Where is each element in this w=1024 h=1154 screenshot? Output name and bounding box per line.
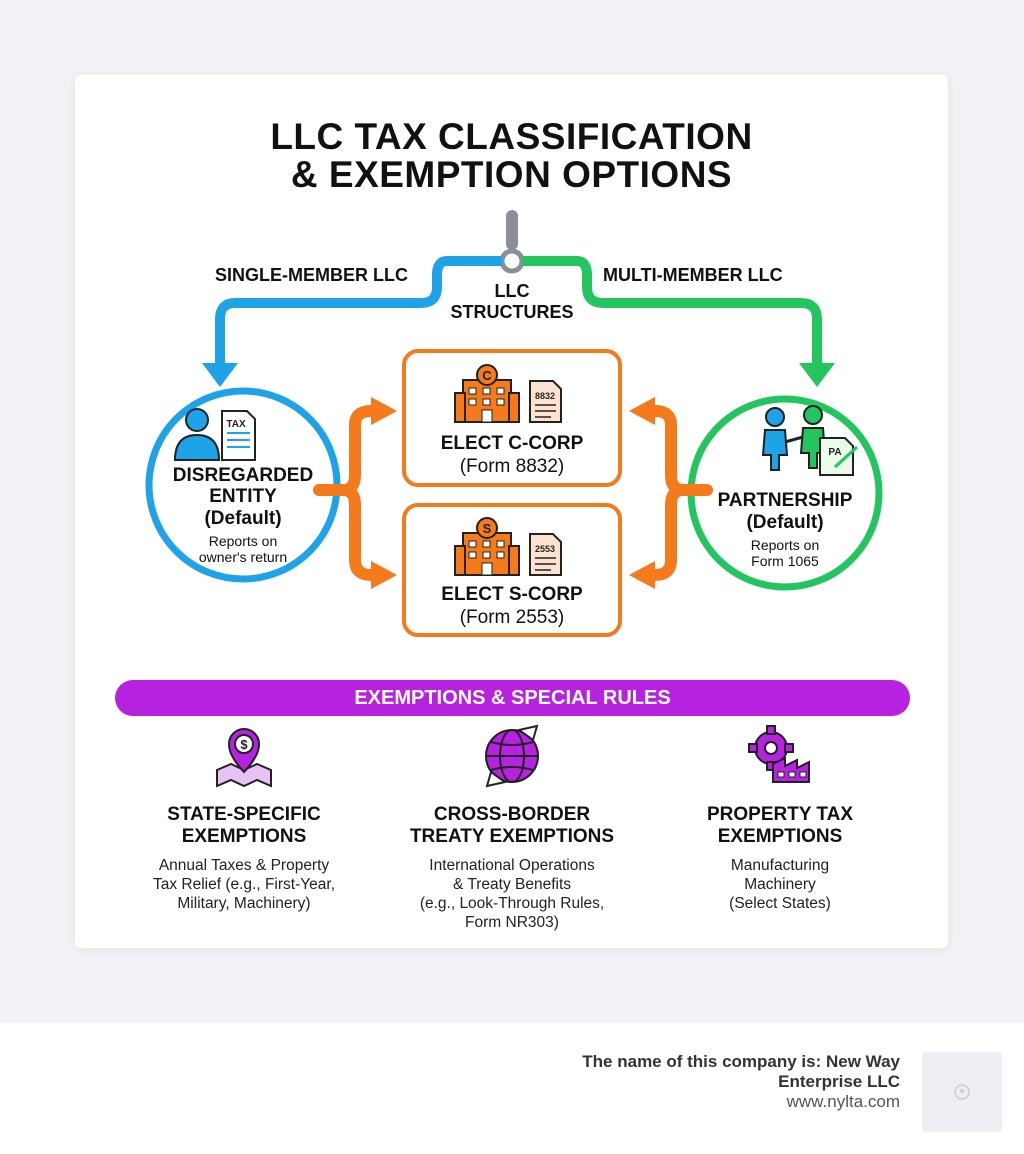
cross-border-desc-2: & Treaty Benefits	[452, 876, 572, 893]
multi-member-label: MULTI-MEMBER LLC	[603, 265, 783, 285]
s-corp-doc-number: 2553	[535, 544, 555, 554]
root-label-line-2: STRUCTURES	[450, 302, 574, 322]
exemption-state-specific: $ STATE-SPECIFIC EXEMPTIONS Annual Taxes…	[109, 720, 379, 913]
arrow-to-ccorp-left	[371, 397, 397, 425]
company-name: The name of this company is: New Way Ent…	[480, 1052, 900, 1092]
exemption-cross-border: CROSS-BORDER TREATY EXEMPTIONS Internati…	[377, 720, 647, 932]
exemption-property-tax: PROPERTY TAX EXEMPTIONS Manufacturing Ma…	[645, 720, 915, 913]
arrow-to-scorp-left	[371, 561, 397, 589]
partnership-title: PARTNERSHIP	[717, 490, 853, 511]
c-corp-document-icon	[529, 380, 562, 423]
multi-member-arrowhead	[799, 363, 835, 387]
single-member-label: SINGLE-MEMBER LLC	[215, 265, 408, 285]
partnership-note-1: Reports on	[750, 537, 820, 553]
exemptions-banner: EXEMPTIONS & SPECIAL RULES	[115, 680, 910, 716]
multi-member-branch	[522, 256, 822, 365]
disregarded-title-line-3: (Default)	[204, 508, 282, 529]
s-corp-title: ELECT S-CORP	[441, 584, 583, 605]
disregarded-title-line-2: ENTITY	[209, 486, 277, 507]
c-corp-building-icon	[454, 364, 520, 423]
cross-border-title-1: CROSS-BORDER	[433, 804, 591, 825]
disregarded-note-2: owner's return	[198, 549, 288, 565]
disregarded-note-1: Reports on	[208, 533, 278, 549]
company-logo	[922, 1052, 1002, 1132]
c-corp-title: ELECT C-CORP	[440, 433, 584, 454]
partnership-default: (Default)	[746, 512, 824, 533]
infographic-card: LLC TAX CLASSIFICATION & EXEMPTION OPTIO…	[75, 75, 948, 948]
property-desc-3: (Select States)	[729, 895, 831, 912]
state-title-2: EXEMPTIONS	[181, 826, 307, 847]
state-title-1: STATE-SPECIFIC	[167, 804, 321, 825]
state-desc-3: Military, Machinery)	[177, 895, 311, 912]
globe-arrows-icon	[485, 724, 539, 788]
company-url-link[interactable]: www.nylta.com	[786, 1092, 900, 1111]
c-corp-doc-number: 8832	[535, 391, 555, 401]
partnership-doc-label: PA	[828, 447, 841, 458]
root-connector-icon	[499, 210, 525, 274]
s-corp-building-icon	[454, 517, 520, 576]
disregarded-title-line-1: DISREGARDED	[172, 465, 314, 486]
single-member-arrowhead	[202, 363, 238, 387]
arrow-to-ccorp-right	[629, 397, 655, 425]
cross-border-desc-3: (e.g., Look-Through Rules,	[419, 895, 605, 912]
root-label-line-1: LLC	[494, 281, 530, 301]
property-title-1: PROPERTY TAX	[706, 804, 854, 825]
svg-text:$: $	[240, 737, 248, 752]
tax-doc-label: TAX	[226, 419, 246, 430]
classification-diagram: C 8832 S 2553	[145, 210, 883, 637]
title-line-2: & EXEMPTION OPTIONS	[290, 154, 733, 195]
company-name-line-2: Enterprise LLC	[778, 1072, 900, 1091]
company-name-line-1: The name of this company is: New Way	[582, 1052, 900, 1071]
factory-gear-icon	[748, 725, 810, 783]
c-corp-badge: C	[482, 368, 492, 383]
state-desc-1: Annual Taxes & Property	[158, 857, 330, 874]
title-line-1: LLC TAX CLASSIFICATION	[270, 116, 753, 157]
person-tax-form-icon	[173, 408, 256, 461]
property-desc-1: Manufacturing	[730, 857, 830, 874]
page-footer: The name of this company is: New Way Ent…	[0, 1023, 1024, 1154]
cross-border-desc-4: Form NR303)	[465, 914, 559, 931]
cross-border-title-2: TREATY EXEMPTIONS	[409, 826, 615, 847]
map-pin-dollar-icon: $	[216, 728, 272, 788]
property-desc-2: Machinery	[744, 876, 816, 893]
partnership-note-2: Form 1065	[751, 553, 819, 569]
s-corp-badge: S	[483, 521, 492, 536]
s-corp-document-icon	[529, 533, 562, 576]
left-election-arrows	[313, 405, 383, 581]
property-title-2: EXEMPTIONS	[717, 826, 843, 847]
arrow-to-scorp-right	[629, 561, 655, 589]
state-desc-2: Tax Relief (e.g., First-Year,	[152, 876, 336, 893]
s-corp-form: (Form 2553)	[459, 607, 565, 628]
cross-border-desc-1: International Operations	[429, 857, 595, 874]
c-corp-form: (Form 8832)	[459, 456, 565, 477]
logo-mark-icon	[954, 1084, 970, 1100]
handshake-partnership-icon	[761, 405, 859, 476]
right-election-arrows	[643, 405, 713, 581]
single-member-branch	[215, 256, 502, 365]
